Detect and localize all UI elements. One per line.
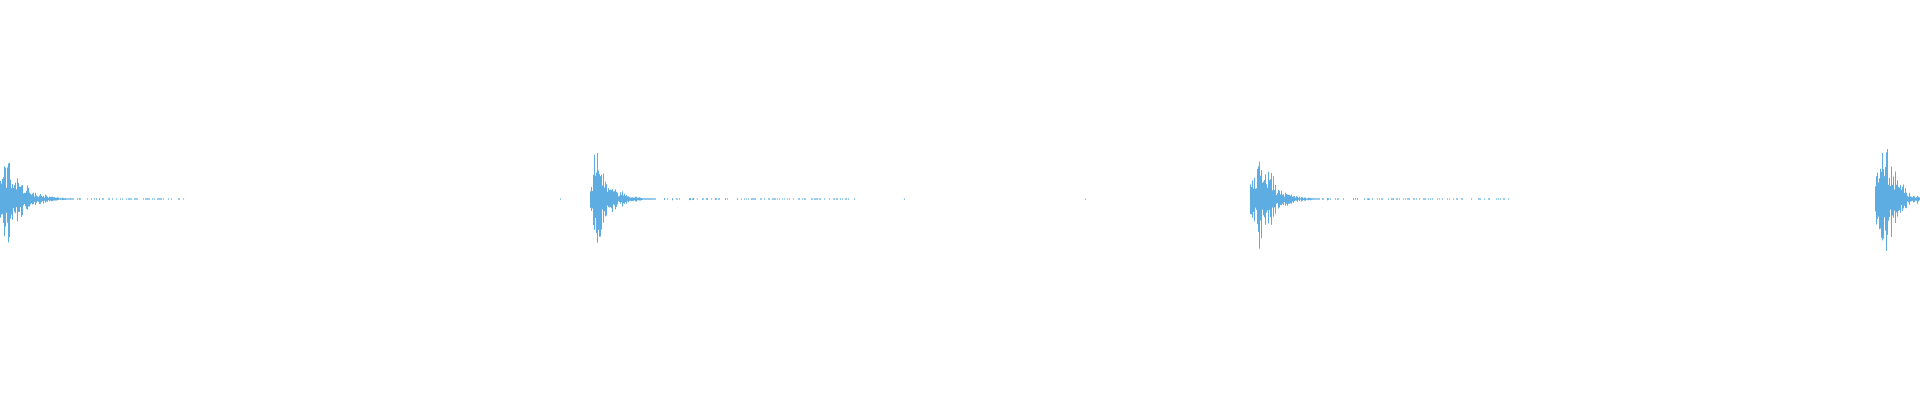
waveform-burst bbox=[1250, 161, 1509, 249]
waveform-speck bbox=[560, 198, 561, 200]
waveform-burst bbox=[590, 153, 855, 243]
waveform-speck bbox=[904, 198, 905, 200]
waveform-speck bbox=[1085, 198, 1086, 200]
waveform-burst-path bbox=[0, 162, 184, 243]
waveform-burst bbox=[1875, 149, 1920, 251]
waveform-burst-path bbox=[590, 153, 855, 243]
waveform-burst bbox=[0, 162, 184, 243]
waveform-speck bbox=[815, 198, 816, 200]
waveform-burst-path bbox=[1250, 161, 1509, 249]
waveform-bursts bbox=[0, 149, 1920, 251]
waveform-speck bbox=[1442, 198, 1443, 200]
waveform-burst-path bbox=[1875, 149, 1920, 251]
